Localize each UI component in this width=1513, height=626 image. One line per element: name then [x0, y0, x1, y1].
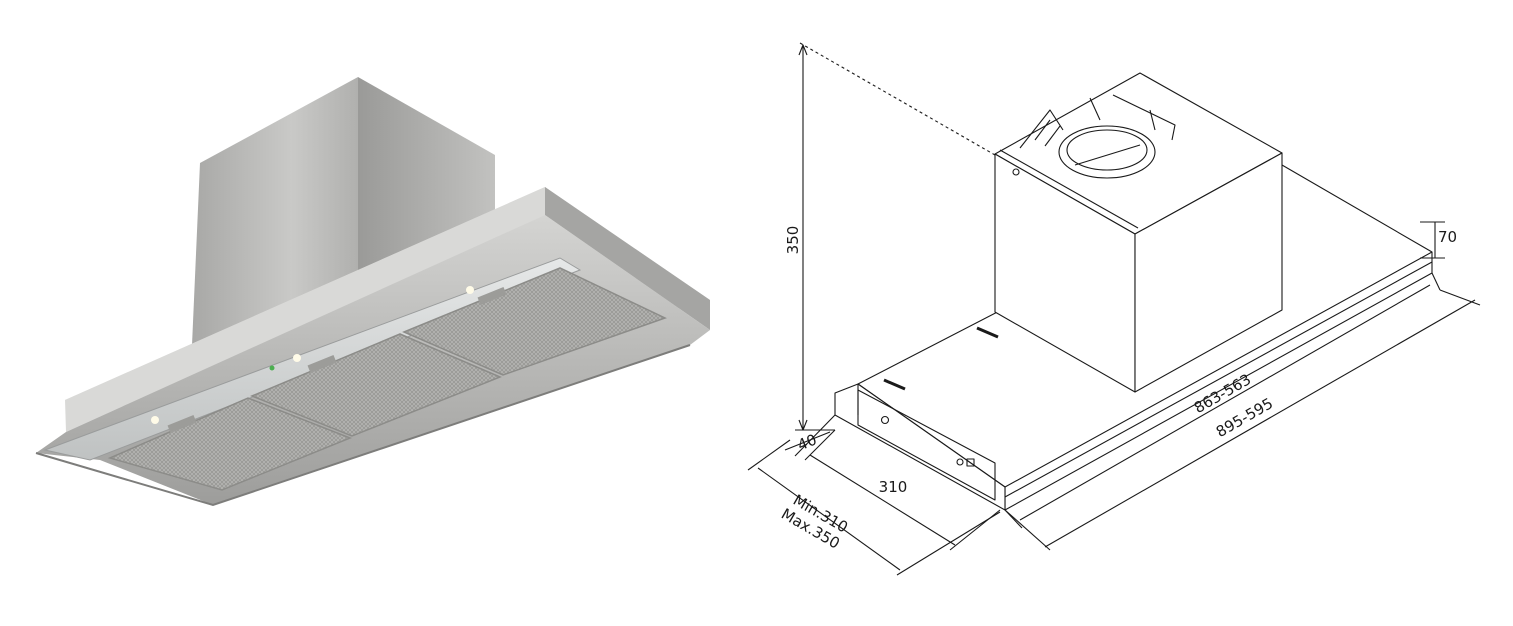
dim-70-label: 70 — [1438, 228, 1457, 246]
dim-minmax-ext-left — [747, 439, 791, 471]
technical-drawing — [747, 42, 1481, 576]
switch-knob-icon — [956, 458, 964, 466]
hood-indicator-led — [269, 365, 275, 371]
grease-filter-right — [402, 267, 667, 376]
product-photo — [35, 77, 710, 507]
dim-minmax-line — [757, 467, 901, 571]
hood-canopy-front — [65, 187, 545, 432]
dim-40-ext-left — [794, 414, 836, 457]
chimney-screw-icon — [1012, 168, 1020, 176]
dim-40-label: 40 — [795, 430, 819, 454]
filter-handle-left — [167, 415, 197, 433]
switch-socket-icon — [966, 458, 975, 467]
dim-863-ext-right — [1431, 272, 1441, 291]
chimney-top-lip — [999, 149, 1139, 229]
ceiling-reference-line — [799, 42, 996, 156]
hood-light-left — [151, 416, 159, 424]
dim-minmax-ext-right — [896, 511, 1001, 576]
hood-light-right — [466, 286, 474, 294]
motor-rib-1 — [1034, 119, 1051, 141]
dim-310-line — [809, 454, 956, 546]
canopy-front-inner-edge — [1004, 261, 1433, 498]
hood-light-middle — [293, 354, 301, 362]
control-panel-face — [857, 389, 996, 501]
motor-damper-flap — [1074, 144, 1141, 166]
top-slot-rear — [976, 326, 999, 339]
dim-863-line — [1019, 284, 1431, 521]
motor-rib-2 — [1044, 125, 1061, 147]
motor-rib-4 — [1149, 109, 1156, 131]
hood-bottom-rim — [35, 344, 691, 507]
motor-bracket-left — [1019, 109, 1064, 149]
chimney-right-face — [1134, 152, 1283, 393]
dim-895-ext-left — [1004, 509, 1051, 551]
motor-rib-3 — [1089, 97, 1101, 121]
dim-40-line — [784, 431, 831, 451]
dim-895-line — [1044, 299, 1476, 548]
hood-canopy-right-end — [545, 187, 710, 330]
filter-handle-middle — [307, 355, 337, 373]
dim-895-ext-right — [1439, 289, 1481, 306]
hood-chimney-left-face — [192, 77, 358, 345]
grease-filter-left — [107, 397, 353, 491]
dim-350-arrow-top — [798, 44, 808, 56]
control-button-icon — [880, 415, 890, 425]
motor-outlet-inner — [1066, 129, 1148, 171]
hood-glass-visor — [43, 257, 582, 461]
dim-350-label: 350 — [784, 226, 802, 255]
dim-310-label: 310 — [879, 478, 908, 496]
hood-chimney-right-face — [358, 77, 495, 300]
top-slot-front — [883, 378, 906, 391]
dim-310-ext-left — [804, 429, 836, 461]
grease-filter-middle — [250, 333, 502, 437]
canopy-left-end — [834, 383, 1006, 511]
motor-outlet-icon — [1058, 125, 1156, 179]
motor-bracket-right — [1112, 94, 1176, 141]
filter-handle-right — [477, 287, 507, 305]
